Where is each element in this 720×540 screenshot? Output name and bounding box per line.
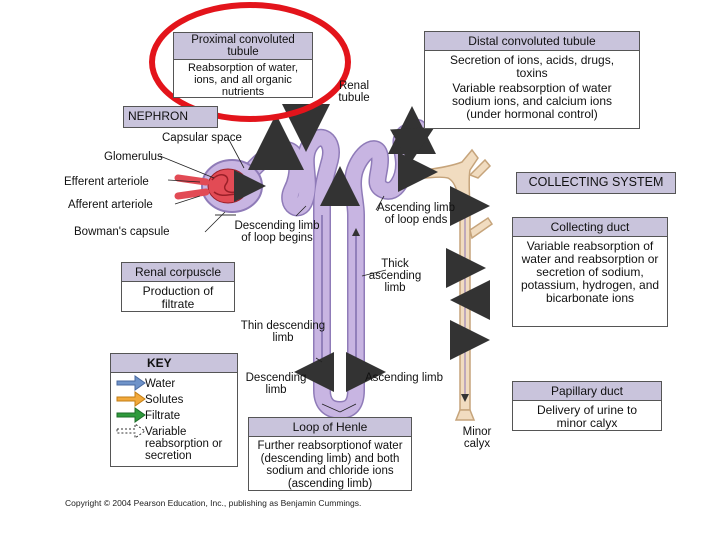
proximal-tubule-title: Proximal convoluted tubule [174, 33, 312, 60]
collecting-duct-title: Collecting duct [513, 218, 667, 237]
proximal-tubule-body: Reabsorption of water, ions, and all org… [187, 62, 299, 98]
key-filtrate-icon [116, 407, 146, 423]
loop-of-henle-box: Loop of Henle Further reabsorptionof wat… [248, 417, 412, 491]
label-ascending-limb: Ascending limb [365, 372, 443, 384]
label-descending-limb-begins: Descending limb of loop begins [234, 220, 320, 244]
key-variable-icon [116, 423, 146, 439]
key-solutes-icon [116, 391, 146, 407]
distal-tubule-body-secretion: Secretion of ions, acids, drugs, toxins [449, 53, 615, 80]
transport-arrows [248, 104, 490, 392]
papillary-duct-box: Papillary duct Delivery of urine to mino… [512, 381, 662, 431]
collecting-duct-box: Collecting duct Variable reabsorption of… [512, 217, 668, 327]
key-solutes-label: Solutes [145, 394, 184, 406]
highlight-ring [149, 2, 351, 122]
label-ascending-limb-ends: Ascending limb of loop ends [377, 202, 455, 226]
label-bowmans-capsule: Bowman's capsule [74, 226, 170, 238]
key-title: KEY [111, 354, 237, 373]
collecting-system-title: COLLECTING SYSTEM [517, 173, 675, 193]
label-capsular-space: Capsular space [162, 132, 242, 144]
loop-of-henle-title: Loop of Henle [249, 418, 411, 437]
label-glomerulus: Glomerulus [104, 151, 163, 163]
label-minor-calyx: Minor calyx [462, 426, 492, 450]
key-filtrate-label: Filtrate [145, 410, 181, 422]
label-efferent-arteriole: Efferent arteriole [64, 176, 149, 188]
renal-corpuscle-title: Renal corpuscle [122, 263, 234, 282]
key-variable-label: Variable reabsorption or secretion [145, 426, 223, 462]
copyright-line: Copyright © 2004 Pearson Education, Inc.… [65, 498, 362, 508]
label-thin-descending-limb: Thin descending limb [240, 320, 326, 344]
proximal-tubule-box: Proximal convoluted tubule Reabsorption … [173, 32, 313, 98]
loop-of-henle-body: Further reabsorptionof water (descending… [257, 440, 403, 490]
key-water-icon [116, 375, 146, 391]
renal-corpuscle-box: Renal corpuscle Production of filtrate [121, 262, 235, 312]
label-renal-tubule: Renal tubule [338, 80, 370, 104]
distal-tubule-body-reabsorption: Variable reabsorption of water sodium io… [451, 81, 613, 121]
renal-corpuscle-shape [174, 159, 266, 216]
renal-corpuscle-body: Production of filtrate [142, 284, 214, 311]
key-water-label: Water [145, 378, 176, 390]
label-descending-limb: Descending limb [245, 372, 307, 396]
label-afferent-arteriole: Afferent arteriole [68, 199, 153, 211]
key-legend: KEY Water Solutes Filtrate Variable reab… [110, 353, 238, 467]
leader-lines [159, 137, 387, 413]
collecting-duct-body: Variable reabsorption of water and reabs… [520, 239, 660, 305]
nephron-title: NEPHRON [124, 107, 217, 127]
papillary-duct-title: Papillary duct [513, 382, 661, 401]
key-icons [116, 375, 146, 439]
label-thick-ascending-limb: Thick ascending limb [368, 258, 422, 294]
nephron-box: NEPHRON [123, 106, 218, 128]
collecting-system-box: COLLECTING SYSTEM [516, 172, 676, 194]
papillary-duct-body: Delivery of urine to minor calyx [536, 403, 638, 430]
distal-tubule-title: Distal convoluted tubule [425, 32, 639, 51]
distal-tubule-box: Distal convoluted tubule Secretion of io… [424, 31, 640, 129]
